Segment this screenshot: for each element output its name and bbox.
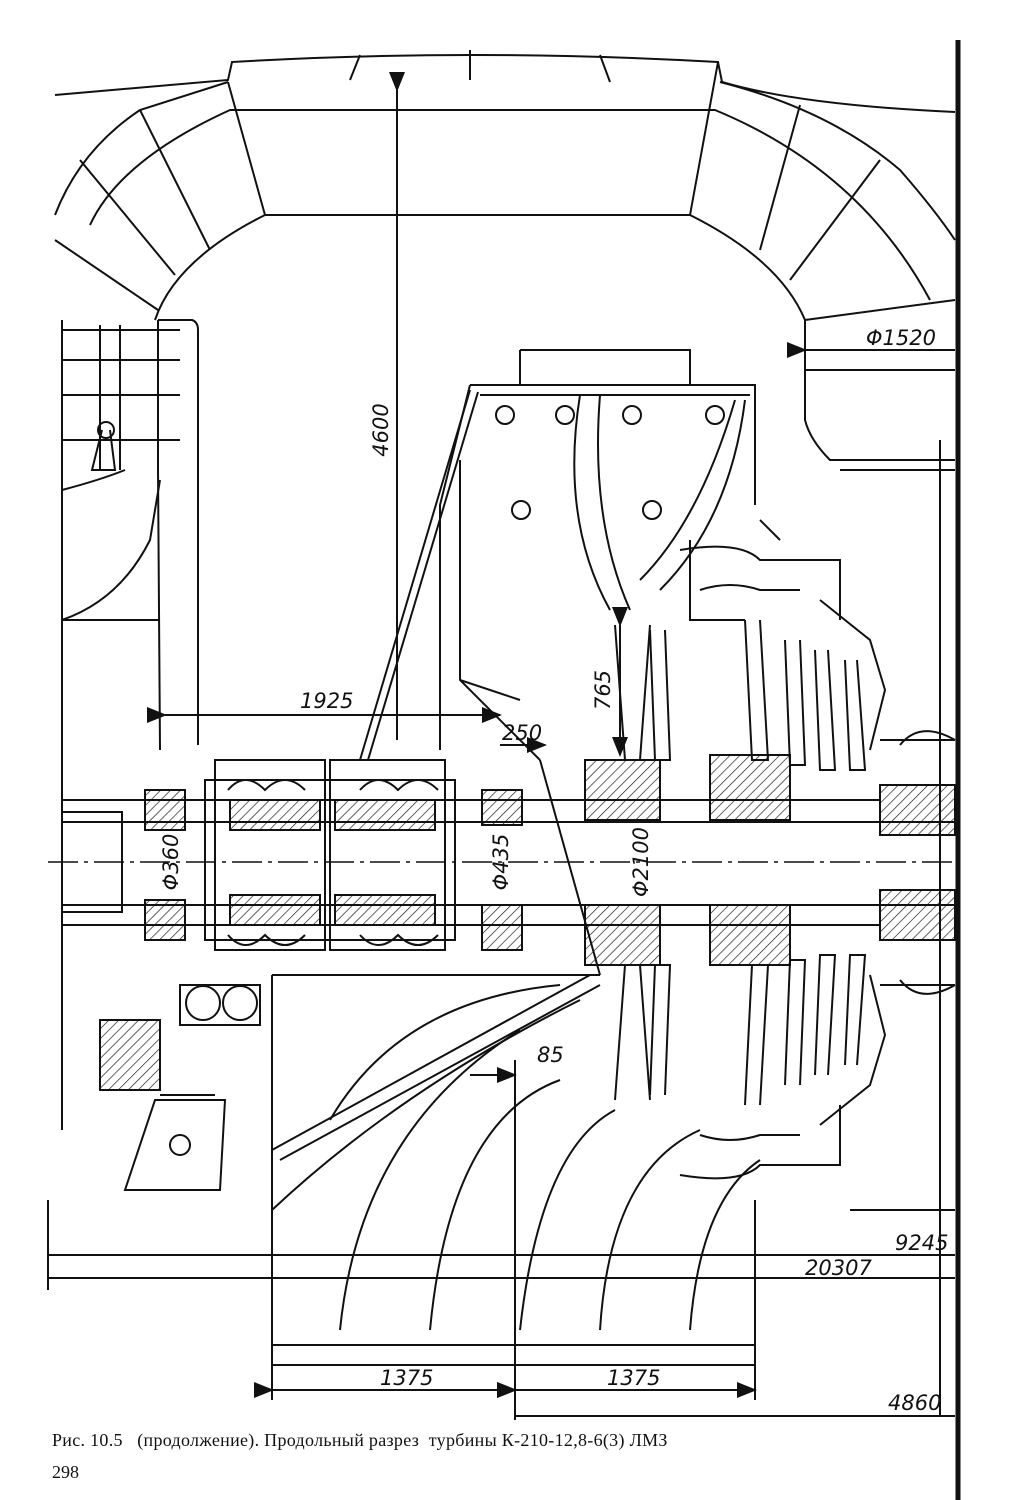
blades-upper <box>614 619 867 771</box>
exhaust-arch-mid <box>54 81 956 241</box>
dim-dia-435: Φ435 <box>489 834 513 891</box>
dim-765: 765 <box>591 670 615 710</box>
arch-segments <box>54 50 956 321</box>
exhaust-hood <box>271 759 756 1366</box>
dim-9245: 9245 <box>895 1231 948 1255</box>
dim-dia-1520: Φ1520 <box>866 326 936 350</box>
exhaust-arch-ring2 <box>89 109 931 301</box>
support-foot <box>123 1094 227 1191</box>
dim-1925: 1925 <box>300 689 353 713</box>
dim-dia-2100: Φ2100 <box>629 827 653 897</box>
dim-250: 250 <box>502 721 542 745</box>
dim-20307: 20307 <box>805 1256 872 1280</box>
dim-1375-right: 1375 <box>607 1366 660 1390</box>
dim-85: 85 <box>537 1043 564 1067</box>
left-casing-column <box>157 319 199 751</box>
blades-lower <box>614 954 867 1106</box>
bearing-housing-top <box>439 349 756 750</box>
dim-4600: 4600 <box>369 403 393 456</box>
dim-dia-360: Φ360 <box>159 834 183 891</box>
figure-caption: Рис. 10.5 (продолжение). Продольный разр… <box>52 1430 668 1450</box>
left-frame <box>61 320 180 1130</box>
exhaust-arch-outer <box>54 54 956 113</box>
dim-1375-left: 1375 <box>380 1366 433 1390</box>
right-casing-column <box>804 320 955 471</box>
dim-4860: 4860 <box>888 1391 941 1415</box>
exhaust-arch-inner <box>154 214 806 321</box>
guide-vanes <box>329 984 761 1331</box>
page-number: 298 <box>52 1462 79 1482</box>
